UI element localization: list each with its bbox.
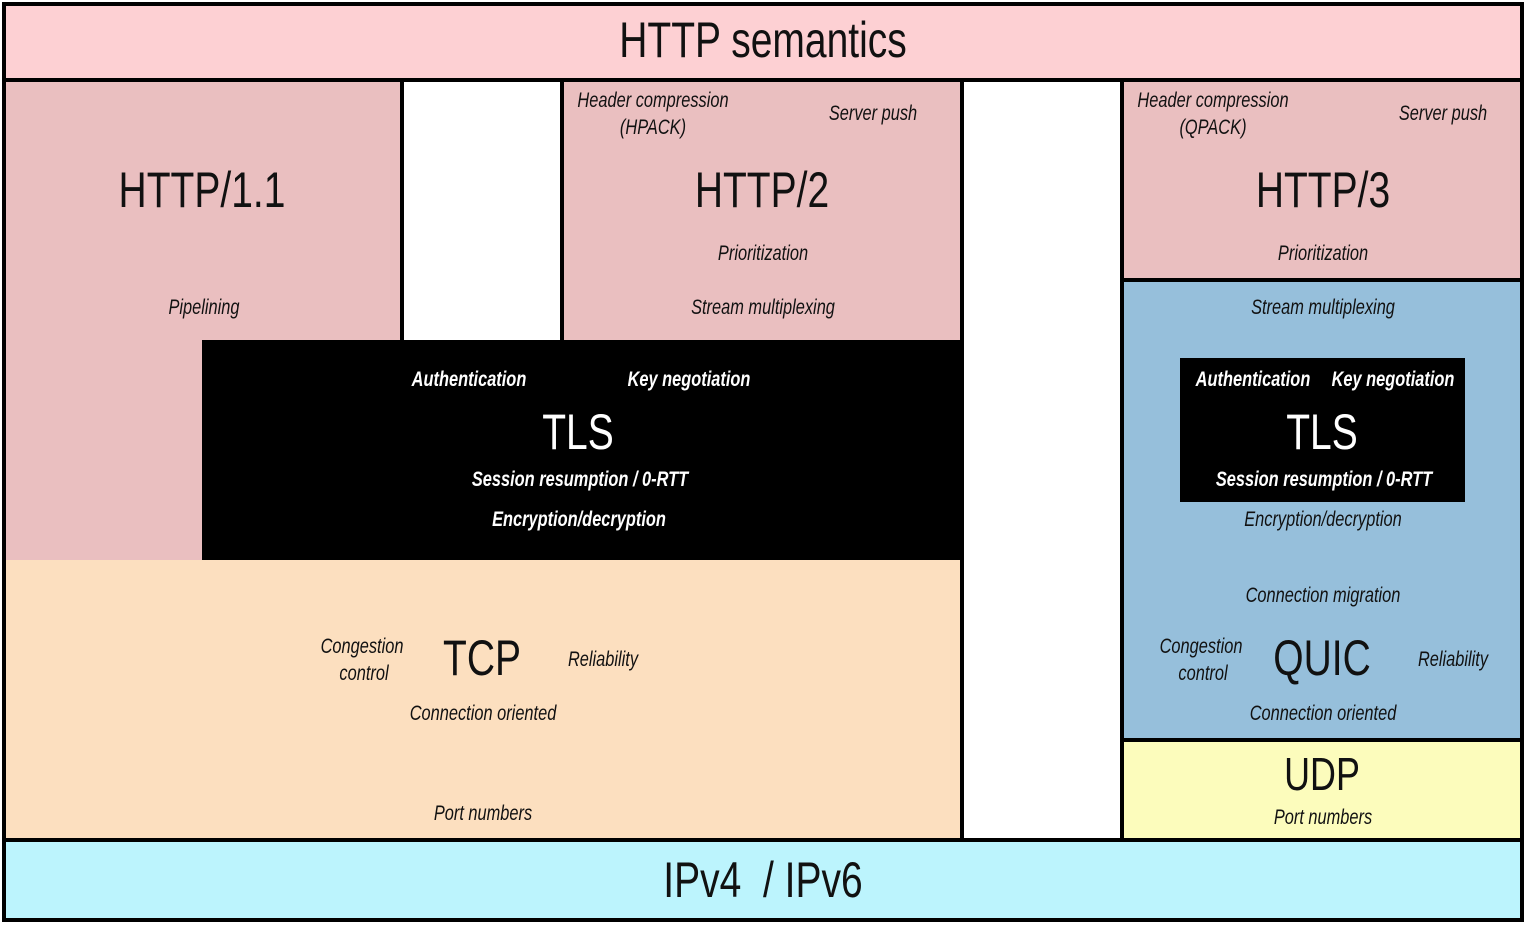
http11-title: HTTP/1.1 bbox=[118, 162, 286, 218]
quic-title: QUIC bbox=[1273, 630, 1371, 686]
quic-tls-title: TLS bbox=[1286, 404, 1358, 460]
quic-congestion-line1: Congestion bbox=[1159, 635, 1243, 658]
tls-encryption: Encryption/decryption bbox=[492, 508, 666, 531]
tcp-reliability: Reliability bbox=[567, 648, 639, 671]
quic-connection-migration: Connection migration bbox=[1245, 584, 1401, 607]
http11-http2-gap bbox=[402, 80, 562, 340]
tls-title: TLS bbox=[542, 404, 614, 460]
http2-block bbox=[562, 80, 962, 340]
tcp-connection-oriented: Connection oriented bbox=[409, 702, 557, 725]
tls-block bbox=[202, 340, 962, 560]
http3-header-compression: Header compression bbox=[1137, 89, 1289, 112]
http11-pipelining: Pipelining bbox=[168, 296, 240, 319]
tls-authentication: Authentication bbox=[411, 368, 527, 391]
udp-port-numbers: Port numbers bbox=[1273, 806, 1373, 829]
quic-connection-oriented: Connection oriented bbox=[1249, 702, 1397, 725]
quic-stream-multiplexing: Stream multiplexing bbox=[1251, 296, 1395, 319]
http-semantics-title: HTTP semantics bbox=[619, 12, 907, 68]
http3-block bbox=[1122, 80, 1522, 280]
http3-qpack: (QPACK) bbox=[1179, 116, 1247, 139]
tcp-block bbox=[4, 560, 962, 840]
tls-session-resumption: Session resumption / 0-RTT bbox=[471, 468, 689, 491]
quic-block bbox=[1122, 280, 1522, 740]
http2-server-push: Server push bbox=[828, 102, 918, 125]
quic-tls-authentication: Authentication bbox=[1195, 368, 1311, 391]
quic-tls-block bbox=[1180, 358, 1465, 502]
quic-tls-session-resumption: Session resumption / 0-RTT bbox=[1215, 468, 1433, 491]
quic-reliability: Reliability bbox=[1417, 648, 1489, 671]
tcp-congestion-line2: control bbox=[339, 662, 389, 685]
http3-server-push: Server push bbox=[1398, 102, 1488, 125]
ip-layer bbox=[4, 840, 1522, 920]
tcp-congestion-line1: Congestion bbox=[320, 635, 404, 658]
tcp-title: TCP bbox=[443, 630, 521, 686]
udp-title: UDP bbox=[1284, 748, 1360, 800]
tcp-port-numbers: Port numbers bbox=[433, 802, 533, 825]
udp-block bbox=[1122, 740, 1522, 840]
http2-prioritization: Prioritization bbox=[717, 242, 809, 265]
tls-key-negotiation: Key negotiation bbox=[627, 368, 751, 391]
http3-title: HTTP/3 bbox=[1255, 162, 1391, 218]
quic-congestion-line2: control bbox=[1178, 662, 1228, 685]
http-semantics-layer bbox=[4, 4, 1522, 80]
ip-title: IPv4 / IPv6 bbox=[663, 852, 863, 908]
quic-tls-key-negotiation: Key negotiation bbox=[1331, 368, 1455, 391]
http2-hpack: (HPACK) bbox=[619, 116, 687, 139]
http2-stream-multiplexing: Stream multiplexing bbox=[691, 296, 835, 319]
http2-http3-gap bbox=[962, 80, 1122, 840]
http2-header-compression: Header compression bbox=[577, 89, 729, 112]
quic-encryption: Encryption/decryption bbox=[1244, 508, 1402, 531]
http2-title: HTTP/2 bbox=[694, 162, 830, 218]
http3-prioritization: Prioritization bbox=[1277, 242, 1369, 265]
